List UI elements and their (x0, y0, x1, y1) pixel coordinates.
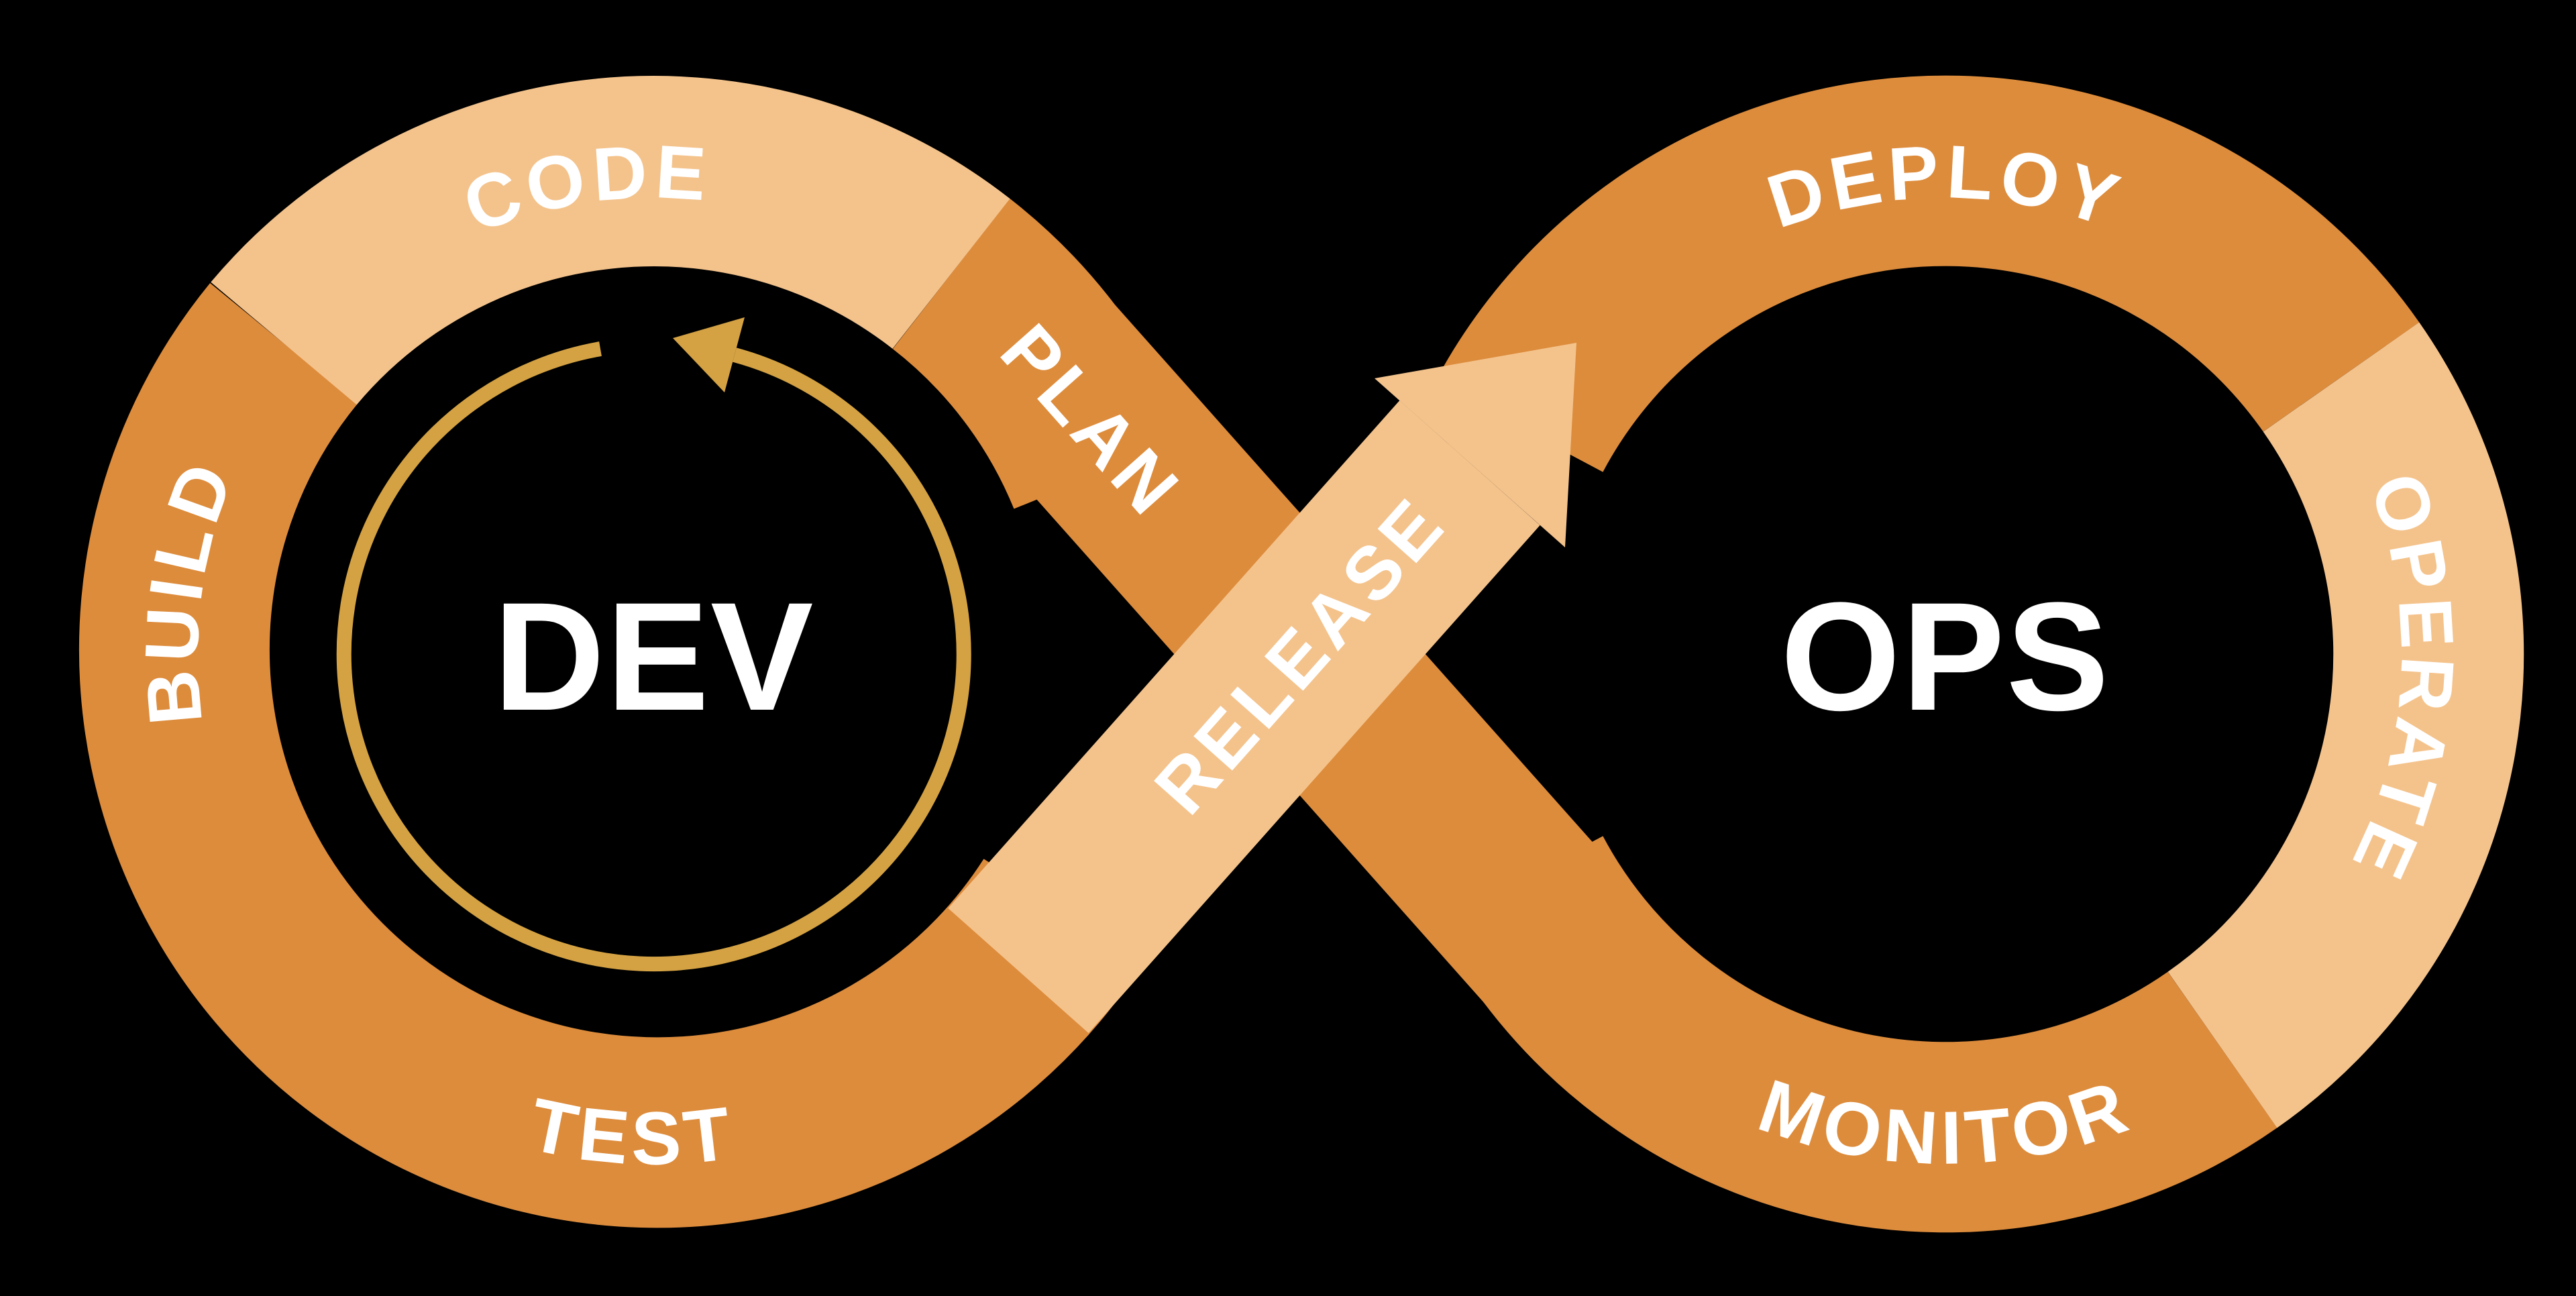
right-loop-deploy-arc (1434, 75, 2420, 473)
release-arrowhead-icon (1375, 343, 1576, 547)
left-loop-build-test-arc (78, 283, 1144, 1228)
left-loop-code-arc (211, 76, 1010, 406)
release-crossing-ribbon (948, 400, 1540, 1034)
dev-center-label: DEV (494, 570, 815, 743)
right-loop-monitor-arc (1434, 835, 2277, 1233)
left-loop-plan-arc (892, 198, 1191, 510)
ops-center-label: OPS (1780, 570, 2110, 743)
right-loop-operate-arc (2167, 322, 2524, 1128)
stage-label-test: TEST (523, 1082, 740, 1181)
dev-cycle-circle-icon (336, 341, 971, 972)
dev-cycle-arrowhead-icon (673, 317, 745, 392)
